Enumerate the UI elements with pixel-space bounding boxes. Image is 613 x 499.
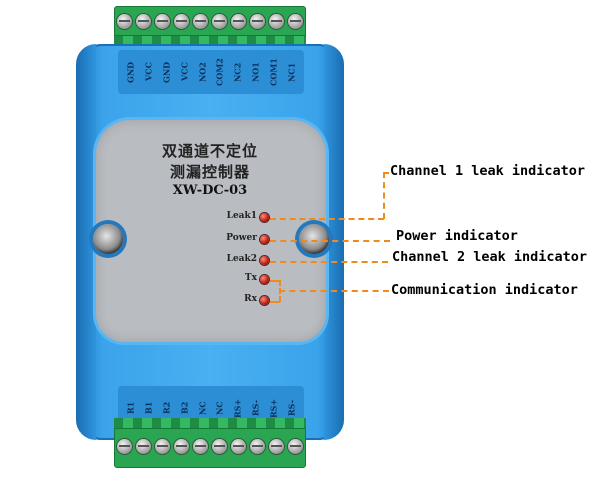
device-title-line2: 测漏控制器 [169,163,250,181]
callout-line-channel1-vertical [383,172,385,219]
screw-icon [250,13,265,29]
pin-label: GND [125,61,136,83]
pin-label: NO2 [197,62,207,82]
screw-icon [193,13,208,29]
pin-label: VCC [179,62,190,82]
bottom-terminal-teeth [114,418,306,428]
callout-line-channel1 [270,218,384,220]
screw-icon [155,438,170,454]
screw-icon [136,13,151,29]
pin-label: NO1 [250,62,261,82]
pin-label: VCC [143,62,154,82]
leak2-led-icon [260,256,269,265]
callout-power-indicator: Power indicator [396,228,518,244]
callout-line-channel2 [270,261,388,263]
screw-icon [155,13,170,29]
device-title-line1: 双通道不定位 [161,142,258,160]
led-label-leak1: Leak1 [226,211,257,221]
callout-communication-indicator: Communication indicator [391,282,578,298]
screw-icon [288,13,303,29]
screw-icon [269,13,284,29]
screw-icon [117,438,132,454]
screw-icon [231,438,246,454]
screw-icon [117,13,132,29]
screw-icon [212,13,227,29]
power-led-icon [260,235,269,244]
led-label-leak2: Leak2 [226,254,257,264]
screw-icon [212,438,227,454]
top-terminal-teeth [114,36,306,46]
callout-channel2-leak-indicator: Channel 2 leak indicator [392,249,588,265]
led-label-tx: Tx [244,273,257,283]
led-label-power: Power [226,233,257,243]
screw-icon [193,438,208,454]
device-model: XW-DC-03 [172,183,248,198]
mounting-screw-icon [93,224,123,254]
callout-line-power [270,240,390,242]
pin-label: NC2 [232,62,243,82]
leak1-led-icon [260,213,269,222]
enclosure-right-rail [324,44,344,440]
callout-line-tx [270,280,280,282]
screw-icon [288,438,303,454]
callout-line-channel1-tick [383,172,389,174]
pin-label: COM1 [268,58,279,86]
screw-icon [174,438,189,454]
callout-line-communication [279,290,389,292]
screw-icon [231,13,246,29]
top-terminal-block [114,6,306,36]
pin-label: COM2 [214,58,225,86]
tx-led-icon [260,275,269,284]
enclosure-left-rail [76,44,96,440]
screw-icon [174,13,189,29]
callout-line-rx [270,301,280,303]
screw-icon [269,438,284,454]
screw-icon [250,438,265,454]
mounting-screw-icon [299,224,329,254]
pin-label: GND [161,61,172,83]
front-plate [96,120,326,342]
led-label-rx: Rx [244,294,257,304]
rx-led-icon [260,296,269,305]
pin-label: NC1 [286,62,297,82]
callout-channel1-leak-indicator: Channel 1 leak indicator [390,163,586,179]
screw-icon [136,438,151,454]
top-pin-label-panel: GND VCC GND VCC NO2 COM2 NC2 NO1 COM1 NC… [118,50,304,94]
bottom-terminal-block [114,428,306,468]
